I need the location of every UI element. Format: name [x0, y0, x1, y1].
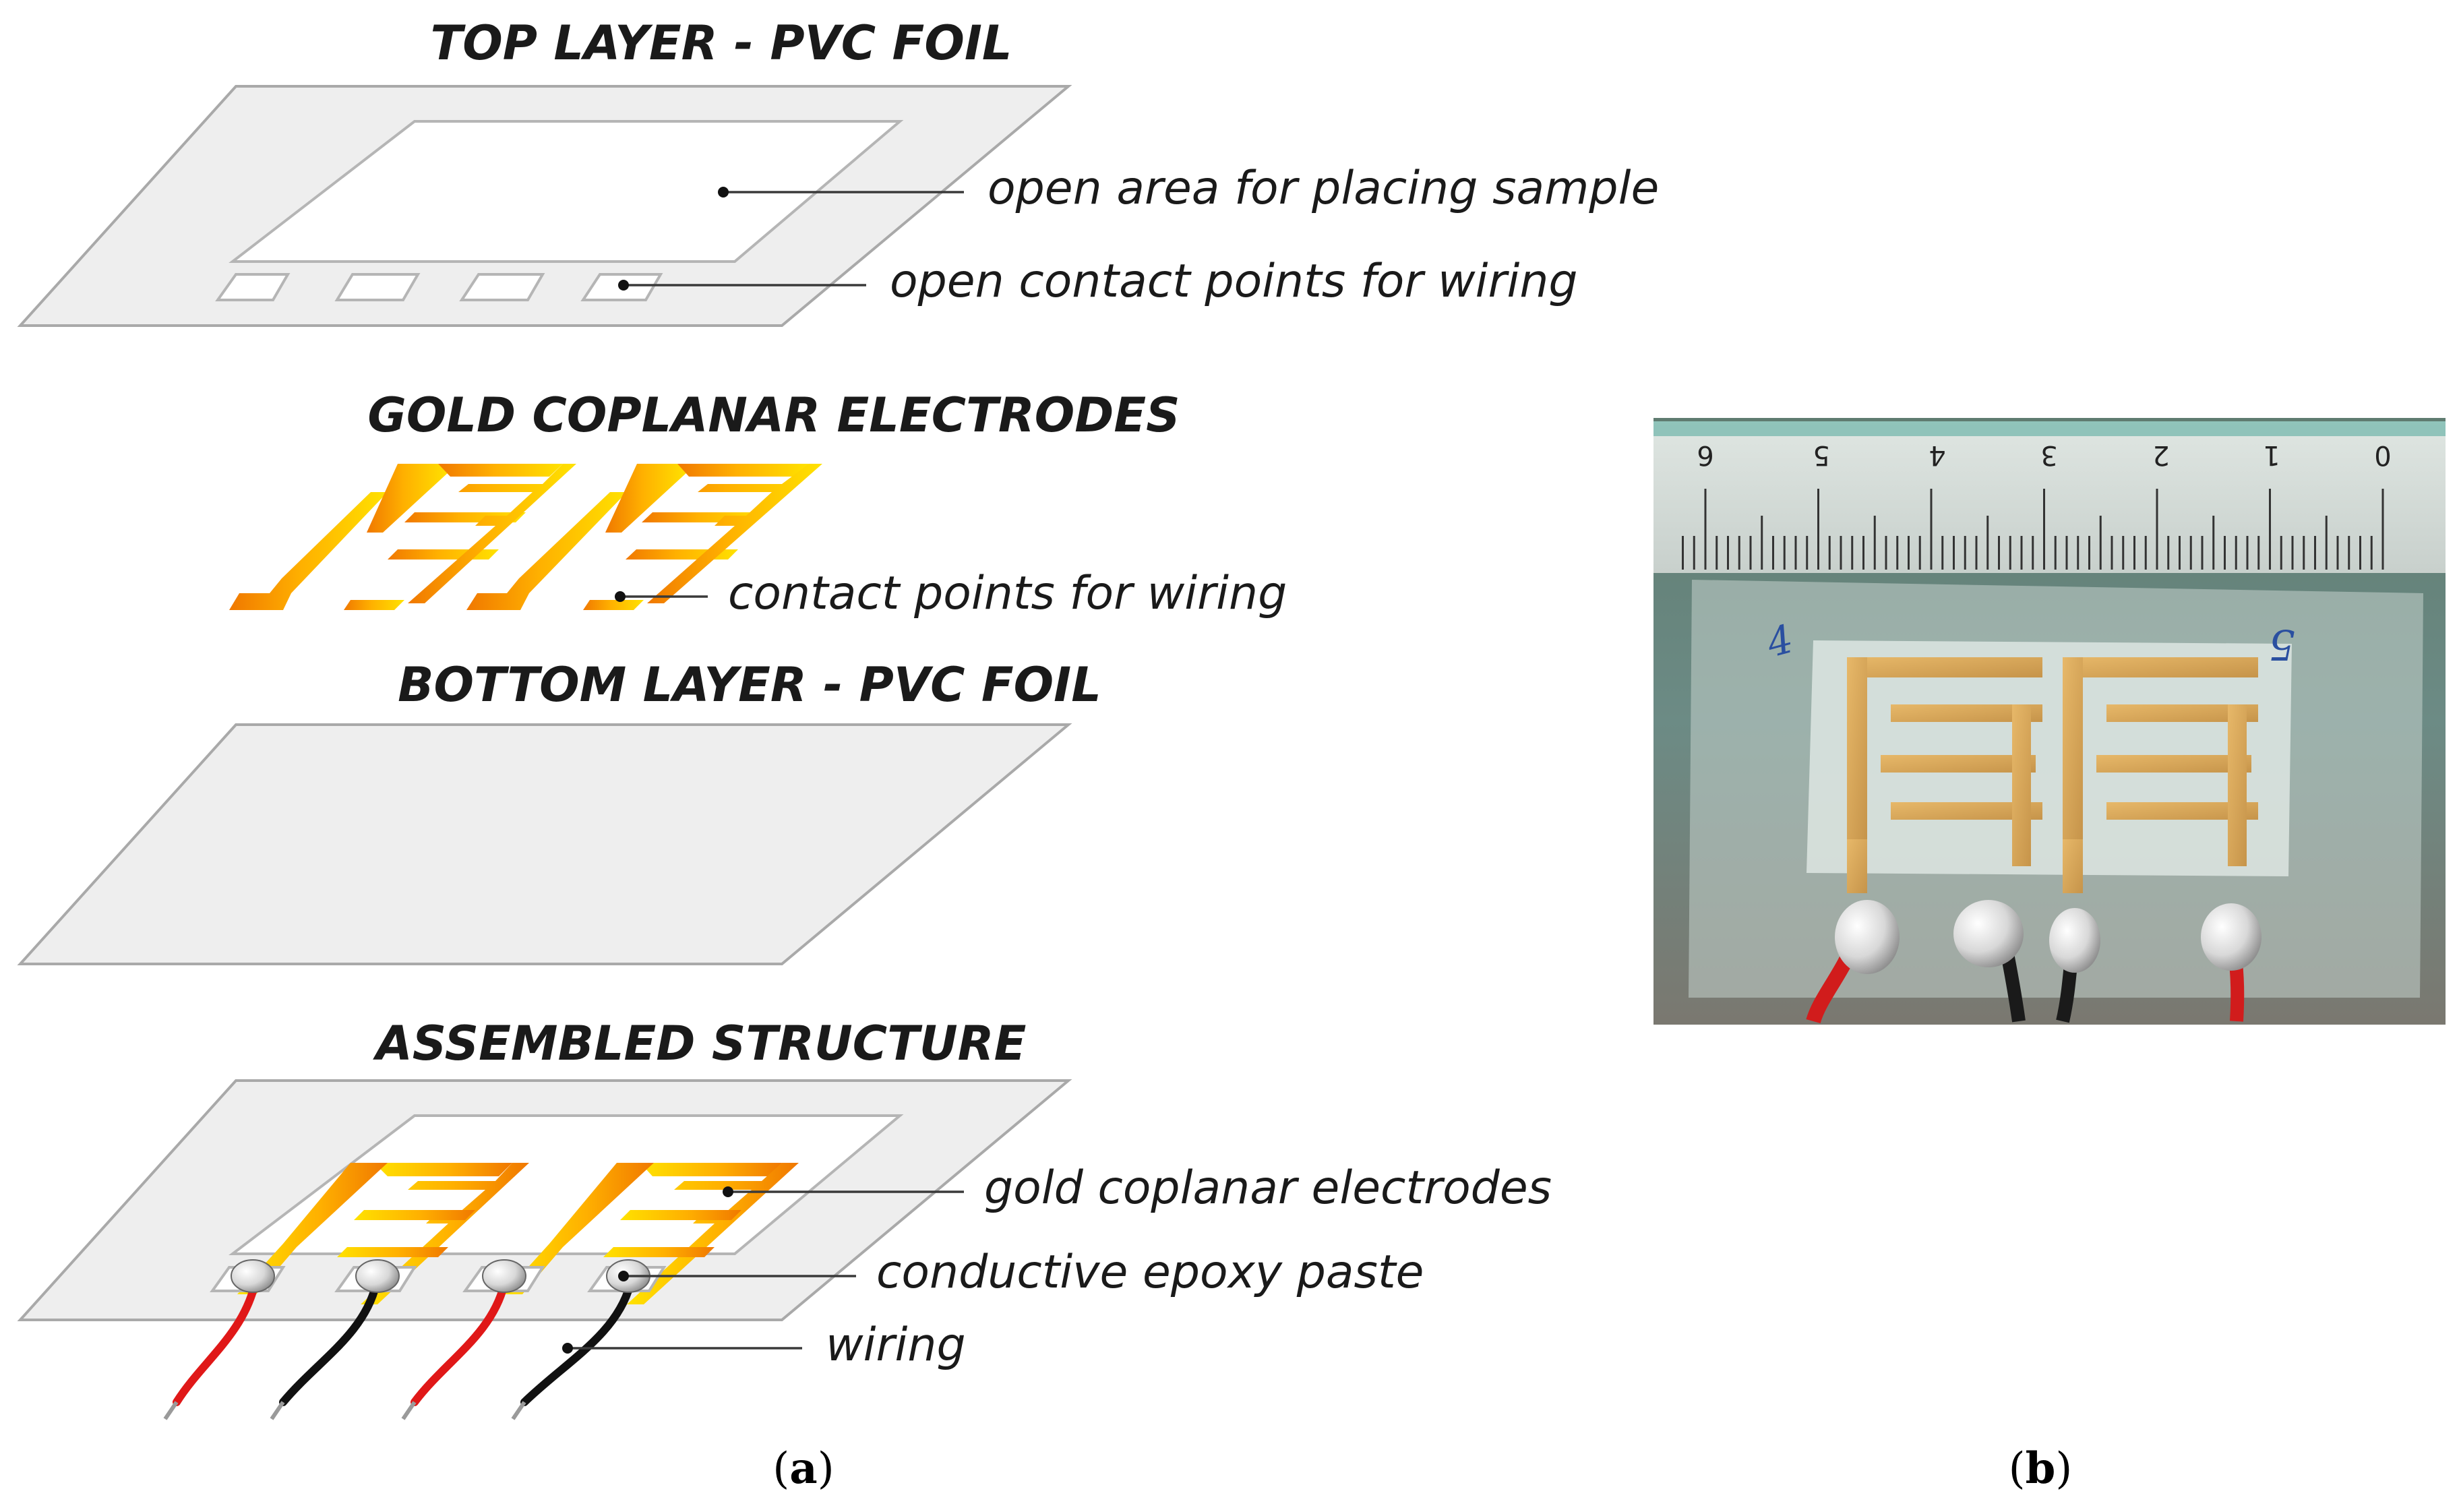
panel-a: TOP LAYER - PVC FOIL open area for placi…: [17, 16, 1659, 1494]
leader-dot: [562, 1343, 573, 1354]
wire-black-1: [279, 1280, 380, 1406]
top-layer-foil: [17, 85, 1072, 327]
ruler-number: 0: [2374, 440, 2391, 471]
caption-b: (b): [2009, 1443, 2073, 1494]
ruler-ticks: [1682, 489, 2384, 570]
annotation-contact-points: contact points for wiring: [728, 567, 1287, 620]
ruler-labels: 6 5 4 3 2 1 0: [1697, 440, 2391, 471]
leader-dot: [618, 280, 629, 291]
handwritten-mark: 5: [2269, 620, 2295, 669]
epoxy-blob: [355, 1259, 400, 1293]
bottom-layer-foil: [17, 723, 1072, 965]
assembled-electrode-right: [504, 1163, 799, 1304]
photo-wires: [1806, 900, 2261, 1024]
leader-dot: [718, 187, 729, 198]
panel-b-photo: 6 5 4 3 2 1 0 4 5: [1653, 418, 2446, 1494]
assembled-structure: [17, 1079, 1072, 1420]
open-contact-2: [334, 273, 421, 301]
leader-dot: [615, 591, 626, 602]
electrodes-title: GOLD COPLANAR ELECTRODES: [367, 388, 1180, 443]
ruler-number: 1: [2263, 440, 2280, 471]
open-sample-area: [229, 120, 904, 263]
wire-black-2: [520, 1280, 634, 1406]
annotation-epoxy: conductive epoxy paste: [876, 1246, 1424, 1299]
bottom-layer-title: BOTTOM LAYER - PVC FOIL: [398, 657, 1101, 713]
wire-red-1: [173, 1280, 259, 1406]
open-contact-1: [215, 273, 291, 301]
epoxy-blob: [482, 1259, 526, 1293]
annotation-gold-electrodes: gold coplanar electrodes: [984, 1161, 1552, 1215]
caption-a: (a): [772, 1443, 834, 1494]
ruler-number: 5: [1813, 440, 1829, 471]
leader-dot: [618, 1271, 629, 1281]
ruler-number: 6: [1697, 440, 1713, 471]
electrode-pair-layer: [229, 464, 822, 610]
electrode-right: [466, 464, 822, 610]
top-layer-title: TOP LAYER - PVC FOIL: [430, 16, 1012, 71]
annotation-wiring: wiring: [826, 1319, 966, 1372]
ruler-number: 4: [1929, 440, 1945, 471]
epoxy-blob: [231, 1259, 275, 1293]
annotation-open-contacts: open contact points for wiring: [890, 255, 1578, 308]
ruler-number: 3: [2040, 440, 2057, 471]
ruler-number: 2: [2152, 440, 2169, 471]
assembled-title: ASSEMBLED STRUCTURE: [373, 1016, 1027, 1071]
electrode-left: [229, 464, 576, 610]
ruler: [1653, 421, 2446, 573]
wires: [163, 1280, 634, 1420]
open-contact-3: [459, 273, 545, 301]
photo-electrodes: [1847, 657, 2258, 893]
annotation-open-area: open area for placing sample: [988, 162, 1659, 215]
leader-dot: [723, 1186, 733, 1197]
wire-red-2: [411, 1280, 508, 1406]
